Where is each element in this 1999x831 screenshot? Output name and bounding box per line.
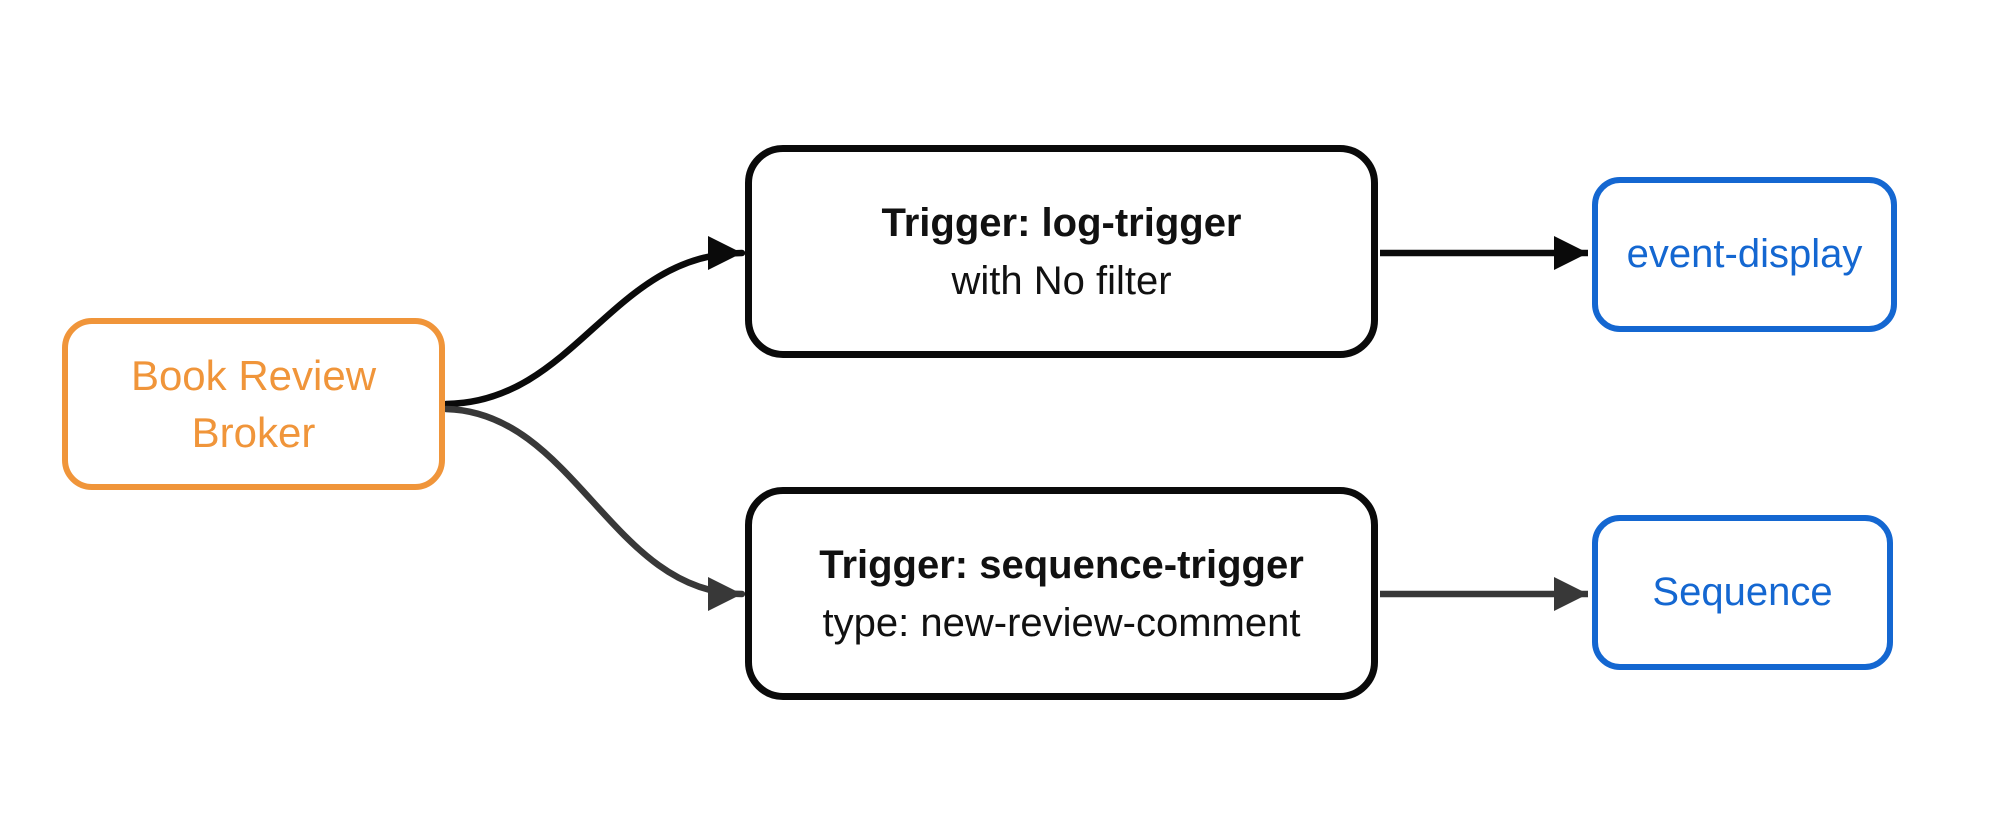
node-label: event-display: [1626, 232, 1863, 276]
node-subtitle: with No filter: [951, 258, 1172, 303]
node-sequence: Sequence: [1592, 515, 1893, 670]
node-label: Sequence: [1652, 570, 1833, 614]
node-subtitle: type: new-review-comment: [822, 600, 1301, 645]
node-book-review-broker: Book Review Broker: [62, 318, 445, 490]
edge-broker-to-log-trigger: [442, 236, 746, 408]
node-label: Book Review: [130, 351, 377, 399]
node-event-display: event-display: [1592, 177, 1897, 332]
node-sequence-trigger: Trigger: sequence-trigger type: new-revi…: [745, 487, 1378, 700]
node-label: Broker: [191, 409, 316, 456]
node-title: Trigger: sequence-trigger: [819, 542, 1304, 587]
edge-broker-to-sequence-trigger: [442, 405, 746, 611]
node-title: Trigger: log-trigger: [881, 200, 1242, 245]
node-log-trigger: Trigger: log-trigger with No filter: [745, 145, 1378, 358]
